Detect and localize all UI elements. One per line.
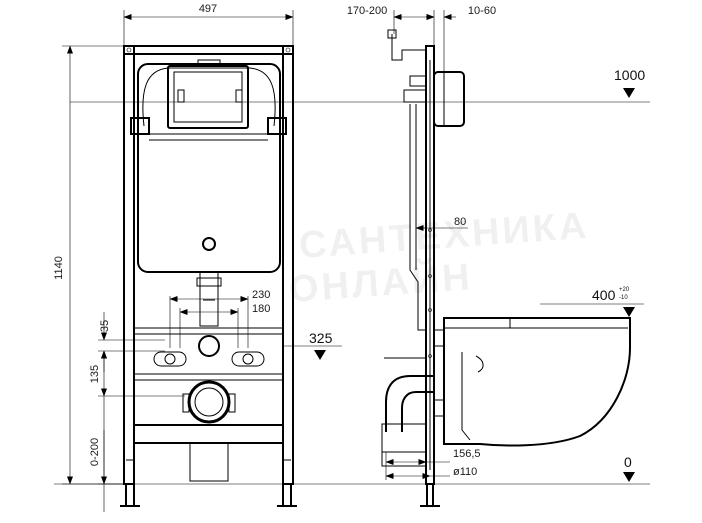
- width-dim: 497: [199, 3, 217, 15]
- depth-dim: 170-200: [347, 5, 387, 17]
- level-400: 400: [592, 287, 616, 303]
- level-1000: 1000: [614, 67, 645, 83]
- dim-135: 135: [89, 365, 101, 383]
- side-dimensions: 170-200 10-60 1000 80 400 +20 -10 156,5 …: [347, 5, 645, 482]
- dim-230: 230: [252, 289, 270, 301]
- pipe-diameter: ø110: [453, 466, 477, 478]
- level-325: 325: [309, 330, 333, 346]
- dim-180: 180: [252, 303, 270, 315]
- height-dim: 1140: [53, 256, 65, 280]
- tol-minus: -10: [619, 295, 628, 301]
- waste-fittings: [153, 335, 265, 424]
- offset-dim: 10-60: [468, 5, 496, 17]
- side-view-frame: [381, 29, 465, 507]
- dim-156-5: 156,5: [453, 448, 481, 460]
- watermark: САНТЕХНИКА ОНЛАЙН: [287, 205, 590, 311]
- cistern: [130, 59, 287, 327]
- dim-0-200: 0-200: [89, 438, 101, 466]
- wall-hung-wc: [443, 317, 631, 447]
- dim-80: 80: [454, 216, 466, 228]
- level-0: 0: [624, 454, 632, 470]
- tol-plus: +20: [619, 287, 630, 293]
- front-dimensions: 497 1140 35 135 0-200 230 180 325: [53, 3, 650, 512]
- dim-35: 35: [99, 320, 111, 332]
- front-view-frame: [120, 45, 297, 507]
